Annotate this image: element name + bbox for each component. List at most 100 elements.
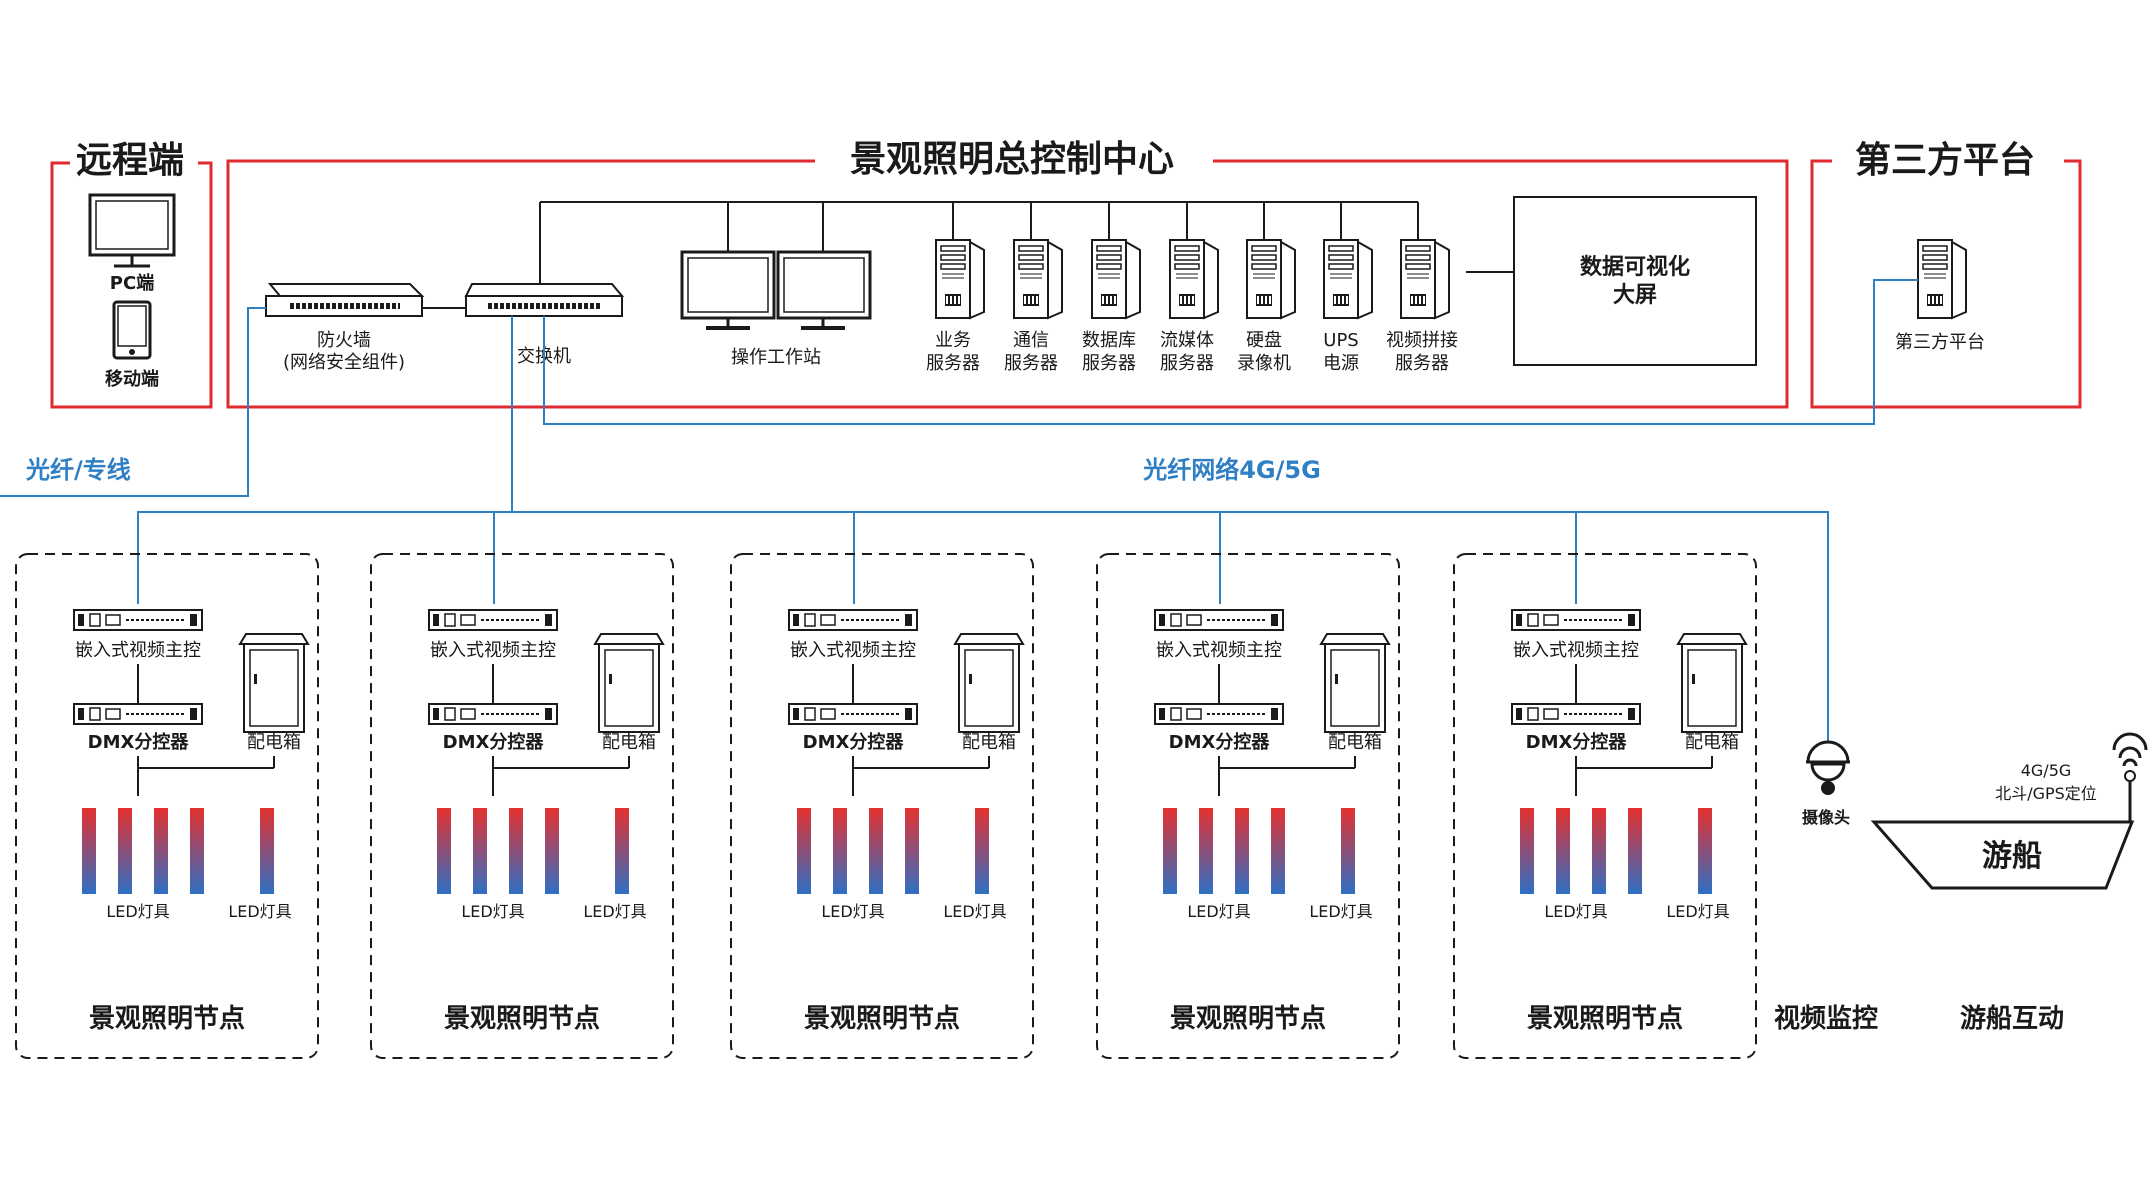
third-party-title: 第三方平台 [1855,140,2035,181]
server-ups-icon [1323,239,1373,319]
server-label-7b: 服务器 [1395,353,1449,374]
led-group-label: LED灯具 [1544,902,1607,921]
led-fixture-bar [473,808,487,894]
workstation-label: 操作工作站 [731,347,821,368]
node-frame [370,553,674,1059]
third-party-group: 第三方平台 第三方平台 [1810,140,2082,409]
node-frame [1453,553,1757,1059]
led-fixture-bar [509,808,523,894]
distribution-cabinet-label: 配电箱 [1328,732,1382,753]
boat-gps-label: 北斗/GPS定位 [1995,784,2097,803]
fiber-dedicated-label: 光纤/专线 [25,456,131,484]
led-single-label: LED灯具 [1666,902,1729,921]
firewall-icon [265,283,425,317]
led-fixture-bar [118,808,132,894]
server-label-4b: 服务器 [1160,353,1214,374]
led-single-label: LED灯具 [1309,902,1372,921]
dmx-controller-icon [1511,703,1641,725]
led-fixture-bar [260,808,274,894]
wifi-icon [2112,732,2148,822]
center-group: 景观照明总控制中心 防火墙 (网络安全组件) 交换机 [226,139,1789,409]
video-controller-label: 嵌入式视频主控 [790,640,916,661]
led-group-label: LED灯具 [461,902,524,921]
video-controller-icon [788,609,918,631]
server-business-icon [935,239,985,319]
remote-group: 远程端 PC端 移动端 [50,140,213,409]
led-fixture-bar [437,808,451,894]
dmx-controller-label: DMX分控器 [1169,731,1271,753]
led-fixture-bar [1520,808,1534,894]
camera-group: 摄像头 视频监控 [1774,740,1878,1034]
distribution-cabinet-icon [1677,633,1747,733]
firewall-label-2: (网络安全组件) [283,352,405,373]
led-fixture-bar [82,808,96,894]
camera-label: 摄像头 [1802,808,1850,827]
server-label-1b: 服务器 [926,353,980,374]
camera-title: 视频监控 [1774,1004,1878,1034]
center-frame [226,159,1789,409]
switch-icon [464,283,625,317]
video-controller-label: 嵌入式视频主控 [75,640,201,661]
video-controller-label: 嵌入式视频主控 [1156,640,1282,661]
server-label-6a: UPS [1323,330,1358,351]
led-group-label: LED灯具 [1187,902,1250,921]
led-fixture-bar [869,808,883,894]
led-fixture-bar [1163,808,1177,894]
server-database-icon [1091,239,1141,319]
boat-network-label: 4G/5G [2021,761,2072,780]
distribution-cabinet-icon [594,633,664,733]
led-fixture-bar [190,808,204,894]
node-frame [15,553,319,1059]
dmx-controller-label: DMX分控器 [443,731,545,753]
distribution-cabinet-label: 配电箱 [247,732,301,753]
led-fixture-bar [905,808,919,894]
server-label-3b: 服务器 [1082,353,1136,374]
boat-title: 游船互动 [1960,1003,2064,1034]
dmx-controller-icon [1154,703,1284,725]
server-label-2a: 通信 [1013,330,1049,351]
distribution-cabinet-label: 配电箱 [962,732,1016,753]
node-title: 景观照明节点 [89,1003,245,1034]
camera-icon [1806,740,1850,795]
server-label-1a: 业务 [935,330,971,351]
third-party-frame [1810,159,2082,409]
video-controller-label: 嵌入式视频主控 [1513,640,1639,661]
server-label-3a: 数据库 [1082,330,1136,351]
led-fixture-bar [1341,808,1355,894]
server-label-2b: 服务器 [1004,353,1058,374]
led-single-label: LED灯具 [228,902,291,921]
server-label-7a: 视频拼接 [1386,330,1458,351]
node-frame [1096,553,1400,1059]
led-single-label: LED灯具 [943,902,1006,921]
remote-title: 远程端 [76,140,184,181]
led-fixture-bar [1698,808,1712,894]
led-single-label: LED灯具 [583,902,646,921]
distribution-cabinet-label: 配电箱 [1685,732,1739,753]
center-title: 景观照明总控制中心 [850,139,1174,180]
server-streaming-icon [1169,239,1219,319]
third-party-server-icon [1917,239,1967,319]
fiber-network-label: 光纤网络4G/5G [1142,456,1321,484]
distribution-cabinet-icon [1320,633,1390,733]
distribution-cabinet-icon [239,633,309,733]
node-frame [730,553,1034,1059]
server-video-splice-icon [1400,239,1450,319]
led-fixture-bar [1628,808,1642,894]
boat-icon [1870,820,2135,890]
led-fixture-bar [1592,808,1606,894]
node-title: 景观照明节点 [1527,1003,1683,1034]
video-controller-icon [428,609,558,631]
video-controller-icon [1511,609,1641,631]
firewall-label-1: 防火墙 [317,330,371,351]
led-group-label: LED灯具 [106,902,169,921]
led-fixture-bar [975,808,989,894]
led-fixture-bar [1235,808,1249,894]
screen-label-2: 大屏 [1613,283,1657,308]
distribution-cabinet-icon [954,633,1024,733]
